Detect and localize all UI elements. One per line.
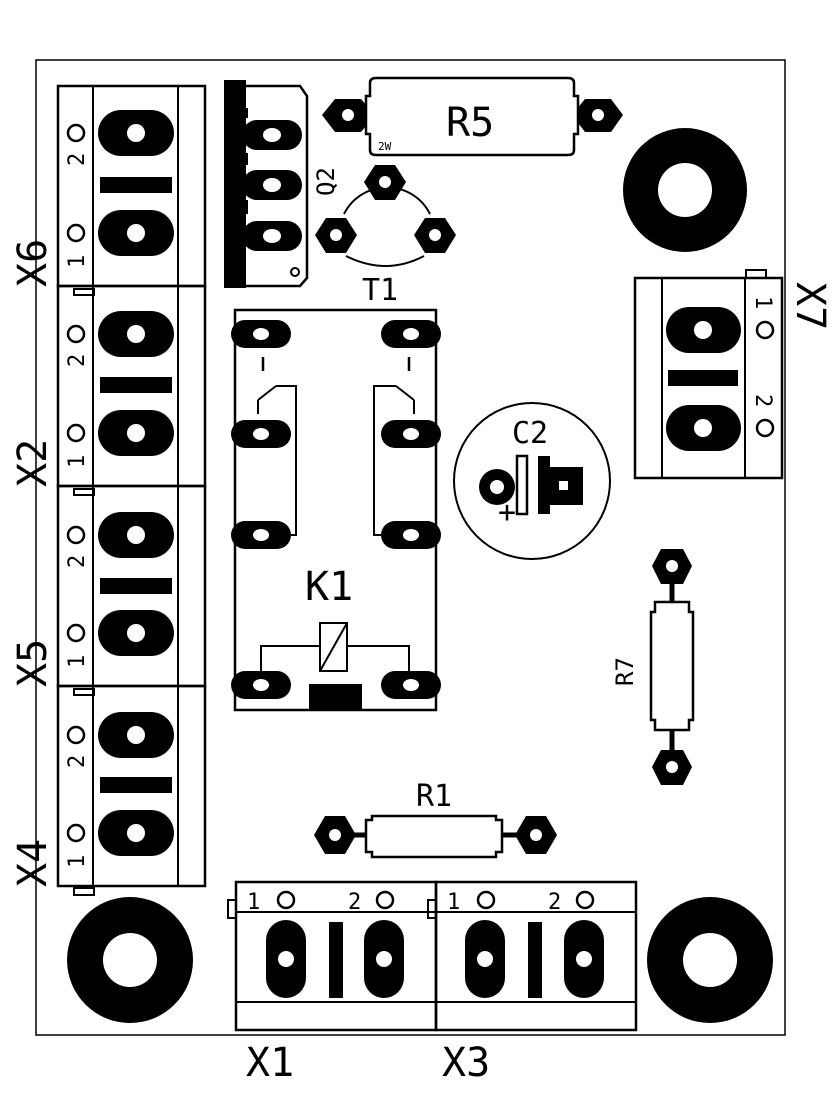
capacitor-c2 [453, 402, 611, 560]
pin-label: 1 [65, 455, 90, 468]
designator-x5: X5 [10, 639, 56, 687]
mounting-hole-bottom-right [647, 897, 773, 1023]
designator-r1: R1 [416, 779, 452, 814]
pin-label: 1 [447, 890, 460, 915]
board-outline [35, 59, 786, 1036]
designator-x1: X1 [246, 1040, 294, 1086]
terminal-block-x1: 1 2 [227, 880, 438, 1032]
c2-polarity-mark: + [498, 495, 516, 530]
pin-label: 2 [65, 354, 90, 367]
mounting-hole-top-right [623, 128, 747, 252]
resistor-r5 [322, 76, 623, 157]
terminal-block-x6: 2 1 [56, 84, 207, 296]
r5-power-rating: 2W [378, 140, 392, 153]
pin-label: 2 [348, 890, 361, 915]
relay-k1 [231, 308, 441, 712]
designator-r7: R7 [611, 657, 639, 686]
designator-c2: C2 [512, 416, 548, 451]
terminal-block-x3: 1 2 [427, 880, 638, 1032]
resistor-r1 [314, 814, 557, 859]
designator-r5: R5 [446, 100, 494, 146]
pin-label: 2 [548, 890, 561, 915]
designator-x2: X2 [10, 439, 56, 487]
designator-x3: X3 [442, 1040, 490, 1086]
designator-x6: X6 [10, 239, 56, 287]
designator-k1: K1 [305, 564, 353, 610]
pin-label: 2 [65, 153, 90, 166]
pin-label: 1 [65, 655, 90, 668]
mounting-hole-bottom-left [67, 897, 193, 1023]
pin-label: 2 [65, 555, 90, 568]
terminal-block-x4: 2 1 [56, 684, 207, 896]
pin-label: 1 [247, 890, 260, 915]
pin-label: 1 [65, 255, 90, 268]
designator-x4: X4 [10, 839, 56, 887]
pin-label: 1 [65, 855, 90, 868]
designator-x7: X7 [787, 282, 833, 330]
terminal-block-x2: 2 1 [56, 284, 207, 496]
terminal-block-x5: 2 1 [56, 484, 207, 696]
resistor-r7 [649, 549, 695, 785]
transistor-q2 [224, 80, 309, 288]
transistor-t1 [315, 165, 456, 267]
terminal-block-x7: 1 2 [633, 269, 784, 480]
designator-t1: T1 [362, 273, 398, 308]
pin-label: 2 [65, 755, 90, 768]
designator-q2: Q2 [312, 167, 340, 196]
pin-label: 1 [750, 296, 775, 309]
pin-label: 2 [750, 394, 775, 407]
